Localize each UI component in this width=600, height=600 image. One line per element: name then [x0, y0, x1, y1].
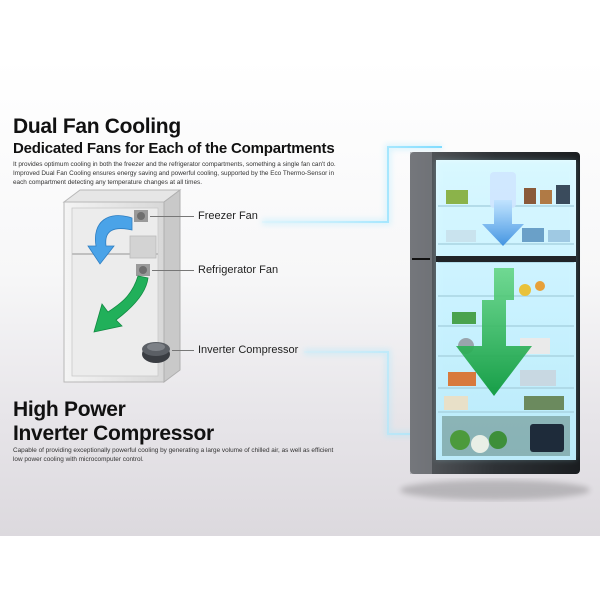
fan-icon — [137, 212, 145, 220]
inverter-compressor-label: Inverter Compressor — [198, 344, 299, 356]
section-subtitle: Dedicated Fans for Each of the Compartme… — [13, 140, 335, 157]
refrigerator-fan-label: Refrigerator Fan — [198, 264, 279, 276]
freezer-fan-label: Freezer Fan — [198, 210, 258, 222]
compressor-title-line1: High Power — [13, 398, 126, 421]
freezer-fan-leader — [150, 216, 194, 217]
compressor-icon — [142, 342, 170, 363]
fan-icon — [139, 266, 147, 274]
compressor-description: Capable of providing exceptionally power… — [13, 447, 334, 463]
compressor-title-line2: Inverter Compressor — [13, 422, 214, 445]
inverter-compressor-leader — [172, 350, 194, 351]
green-airflow-arrow-icon — [456, 268, 532, 396]
section-title: Dual Fan Cooling — [13, 115, 181, 138]
section-description: It provides optimum cooling in both the … — [13, 161, 336, 186]
blue-airflow-arrow-icon — [482, 172, 524, 246]
refrigerator-fan-leader — [152, 270, 194, 271]
cutaway-fridge-diagram — [62, 189, 182, 383]
compressor-title: High Power Inverter Compressor — [13, 398, 214, 446]
refrigerator-photo — [400, 152, 590, 500]
